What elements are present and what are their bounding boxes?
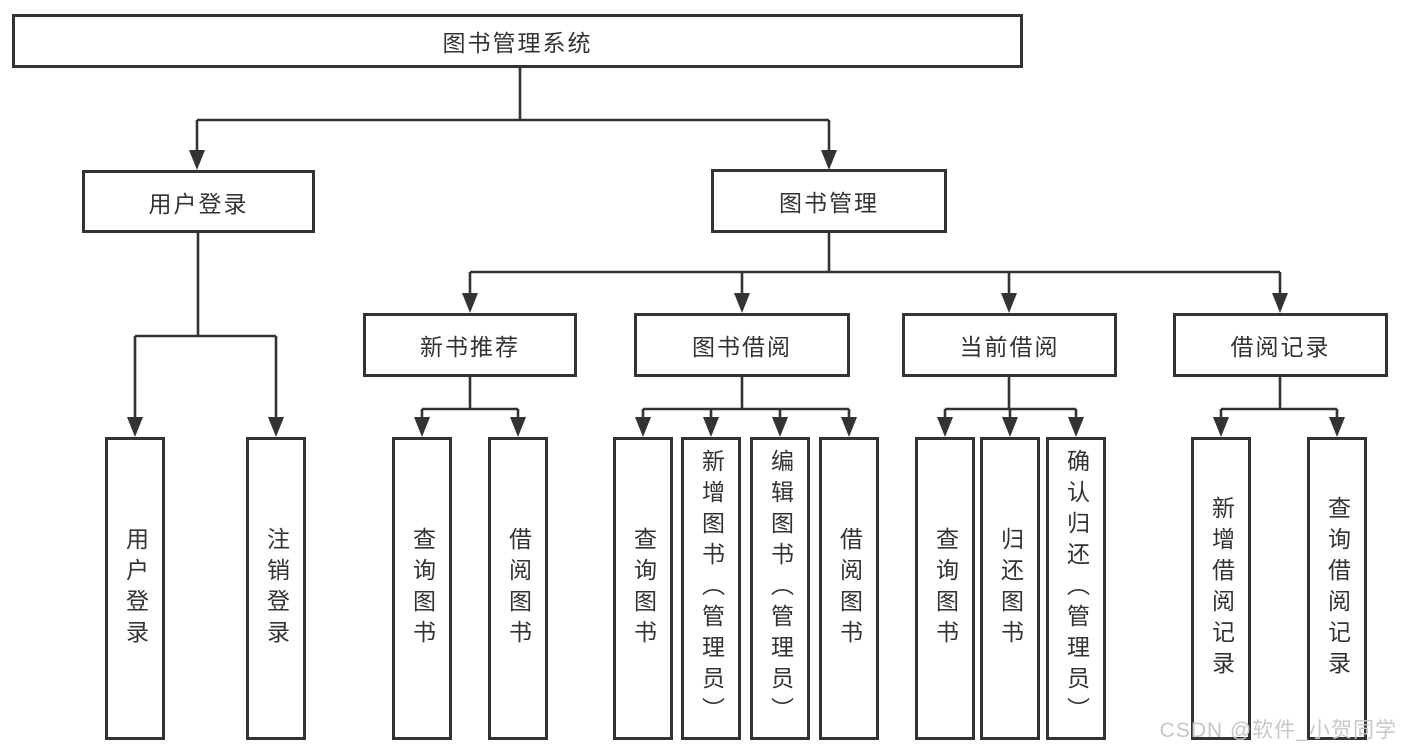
node-current-borrow: 当前借阅 — [902, 313, 1117, 377]
leaf-query-books-recommend: 查询图书 — [392, 437, 452, 740]
leaf-query-books-current: 查询图书 — [915, 437, 975, 740]
node-book-management: 图书管理 — [711, 169, 947, 233]
csdn-watermark: CSDN @软件_小贺同学 — [1159, 719, 1397, 742]
leaf-add-borrow-record: 新增借阅记录 — [1191, 437, 1251, 740]
connectors-book-mgmt — [462, 233, 1288, 313]
connectors-user-login — [127, 233, 284, 437]
leaf-borrow-books: 借阅图书 — [819, 437, 879, 740]
leaf-add-books-admin: 新增图书（管理员） — [681, 437, 741, 740]
connectors-borrow — [635, 377, 857, 437]
leaf-user-login: 用户登录 — [105, 437, 165, 740]
connectors-new-book — [414, 377, 526, 437]
leaf-return-books: 归还图书 — [980, 437, 1040, 740]
connectors-current — [937, 377, 1084, 437]
connectors-root — [189, 68, 837, 170]
leaf-logout: 注销登录 — [246, 437, 306, 740]
leaf-query-books-borrow: 查询图书 — [613, 437, 673, 740]
leaf-edit-books-admin: 编辑图书（管理员） — [750, 437, 810, 740]
leaf-confirm-return-admin: 确认归还（管理员） — [1046, 437, 1106, 740]
connectors-records — [1213, 377, 1345, 437]
leaf-query-borrow-record: 查询借阅记录 — [1307, 437, 1367, 740]
node-new-book-recommend: 新书推荐 — [363, 313, 577, 377]
node-root-library-system: 图书管理系统 — [12, 14, 1023, 68]
node-borrow-records: 借阅记录 — [1173, 313, 1388, 377]
node-book-borrow: 图书借阅 — [634, 313, 850, 377]
leaf-borrow-books-recommend: 借阅图书 — [488, 437, 548, 740]
node-user-login: 用户登录 — [82, 170, 315, 233]
